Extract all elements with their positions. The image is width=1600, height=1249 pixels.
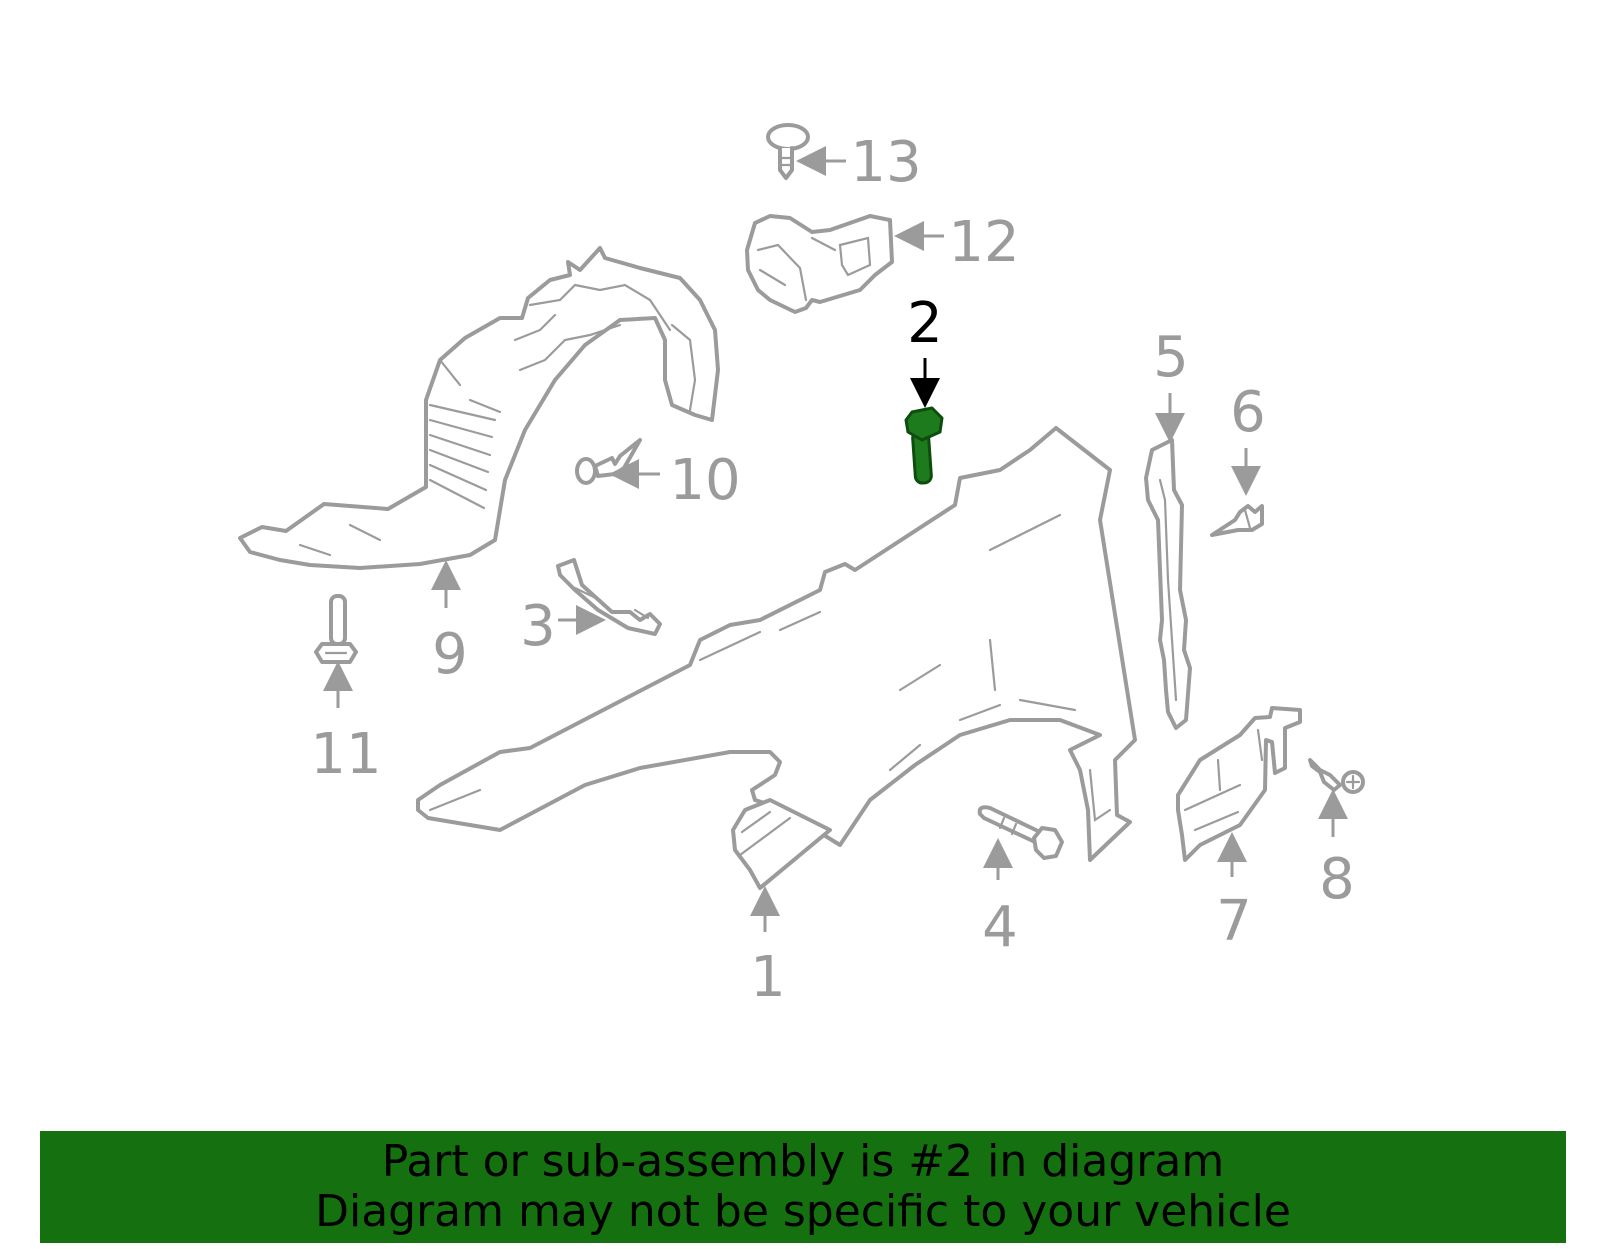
part-10-push-clip (575, 438, 642, 485)
part-12-bracket (745, 214, 894, 314)
part-8-screw (1308, 758, 1365, 794)
part-1-fender (416, 426, 1137, 890)
callout-arrows (323, 146, 1348, 932)
part-11-bolt (314, 594, 358, 664)
label-9: 9 (432, 622, 468, 687)
label-8: 8 (1319, 847, 1355, 912)
label-5: 5 (1153, 325, 1189, 390)
label-11: 11 (310, 722, 381, 787)
banner-line-2: Diagram may not be specific to your vehi… (315, 1186, 1291, 1237)
label-6: 6 (1230, 380, 1266, 445)
part-2-bolt-highlighted (904, 406, 944, 485)
part-7-bracket (1176, 706, 1302, 862)
part-3-bracket (556, 558, 662, 636)
label-12: 12 (948, 210, 1019, 275)
callout-numbers: 1 2 3 4 5 6 7 8 9 10 11 12 13 (310, 130, 1354, 1010)
part-6-clip (1210, 504, 1264, 537)
banner-line-1: Part or sub-assembly is #2 in diagram (381, 1136, 1225, 1187)
label-10: 10 (669, 448, 740, 513)
label-4: 4 (982, 895, 1018, 960)
label-7: 7 (1216, 889, 1252, 954)
label-13: 13 (850, 130, 921, 195)
part-9-fender-liner (238, 246, 720, 570)
label-1: 1 (750, 945, 786, 1010)
info-banner: Part or sub-assembly is #2 in diagram Di… (40, 1131, 1566, 1243)
part-13-clip (766, 123, 810, 180)
part-5-seal (1144, 438, 1192, 730)
label-3: 3 (520, 594, 556, 659)
part-4-bolt (977, 805, 1064, 860)
label-2: 2 (907, 291, 943, 356)
